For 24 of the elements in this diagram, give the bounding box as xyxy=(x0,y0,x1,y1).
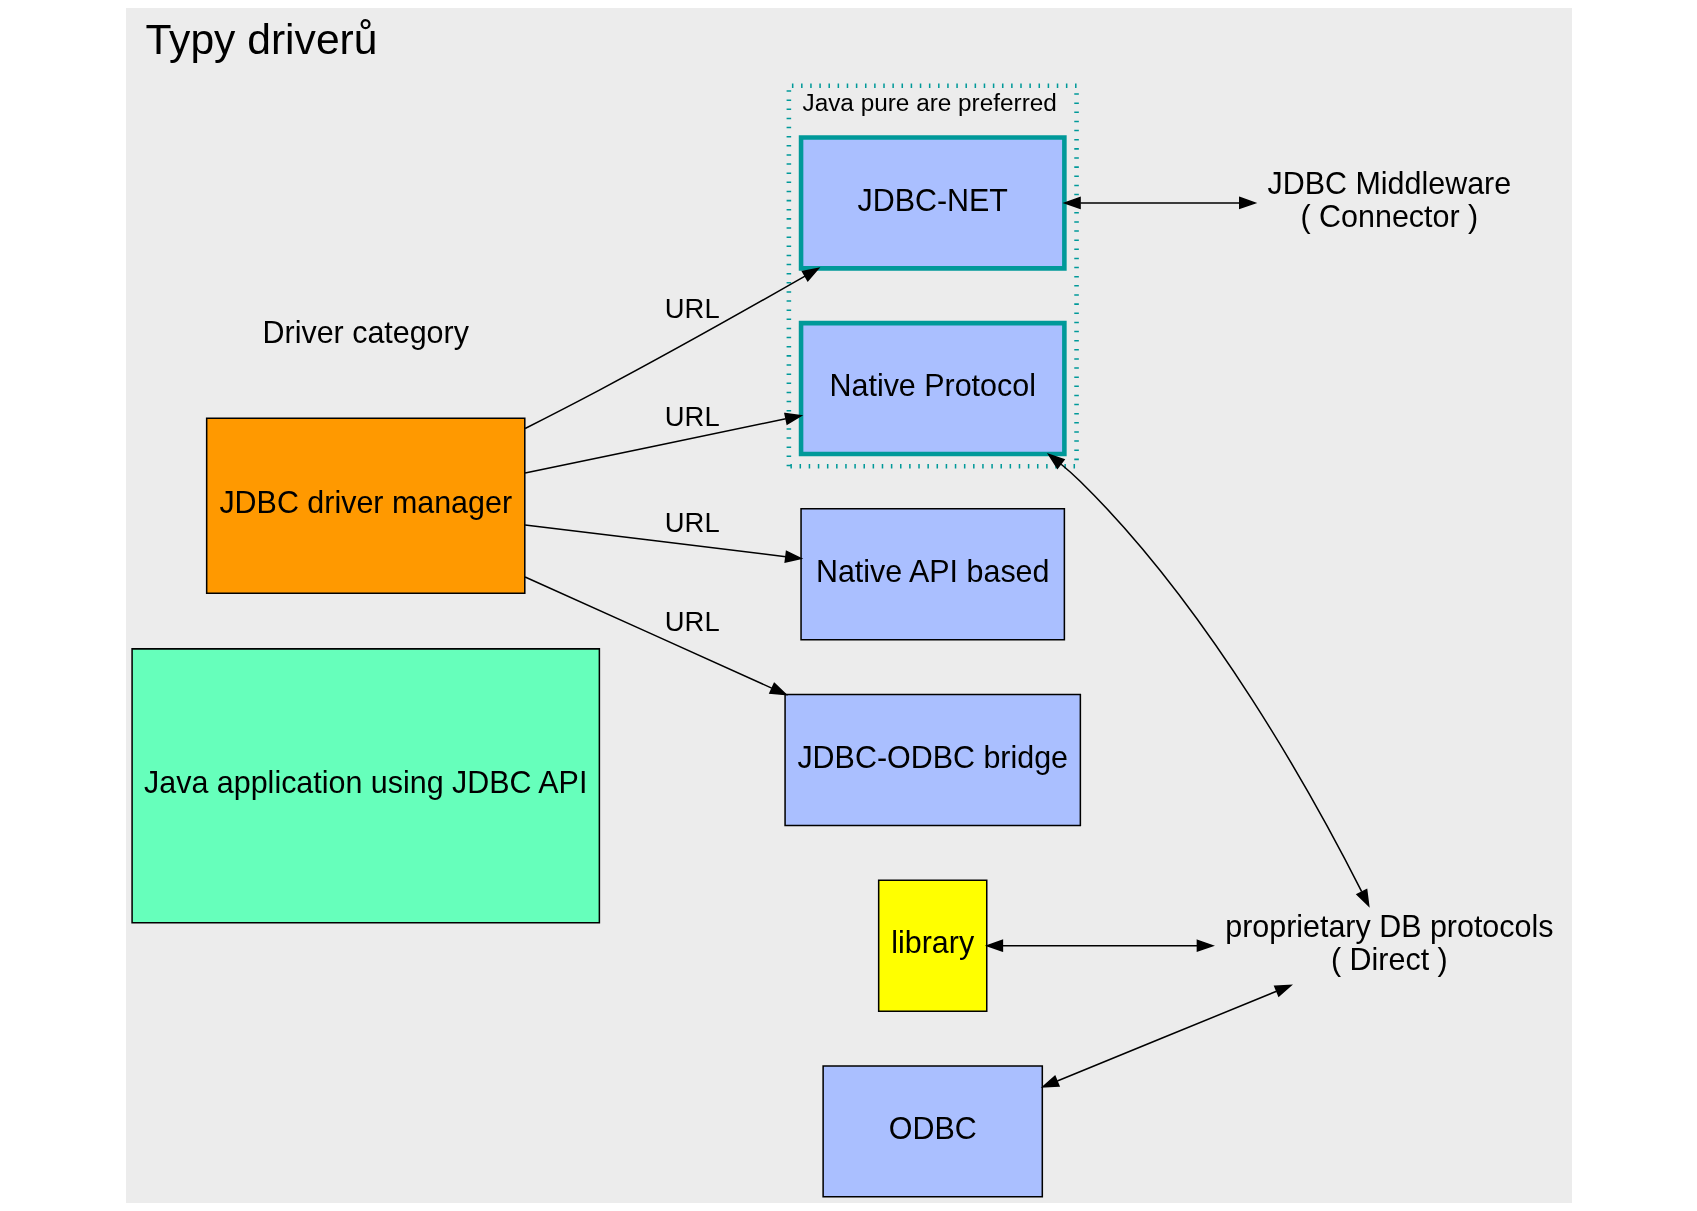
node-box: Native API based xyxy=(799,508,1065,641)
label: Driver category xyxy=(262,314,469,349)
node-box: JDBC-NET xyxy=(798,135,1067,271)
node-text: JDBC Middleware ( Connector ) xyxy=(1267,165,1511,234)
edge-label: URL xyxy=(664,507,720,539)
edge-label: URL xyxy=(664,400,720,432)
arrow xyxy=(523,267,820,430)
edge-label: URL xyxy=(664,292,720,324)
arrow xyxy=(1062,196,1257,210)
node-box: Native Protocol xyxy=(798,320,1067,457)
arrow xyxy=(984,939,1215,953)
node-box: Java application using JDBC API xyxy=(130,648,600,924)
node-box: library xyxy=(877,879,987,1012)
arrow xyxy=(523,412,803,474)
arrow xyxy=(1046,453,1370,908)
arrow xyxy=(1040,984,1293,1088)
node-box: JDBC driver manager xyxy=(205,417,526,595)
arrow xyxy=(523,524,803,563)
arrow xyxy=(523,576,788,696)
edge-label: URL xyxy=(664,606,720,638)
node-box: JDBC-ODBC bridge xyxy=(783,693,1081,827)
node-text: proprietary DB protocols ( Direct ) xyxy=(1224,908,1553,977)
node-box: ODBC xyxy=(821,1065,1043,1198)
diagram-title: Typy driverů xyxy=(144,15,378,64)
